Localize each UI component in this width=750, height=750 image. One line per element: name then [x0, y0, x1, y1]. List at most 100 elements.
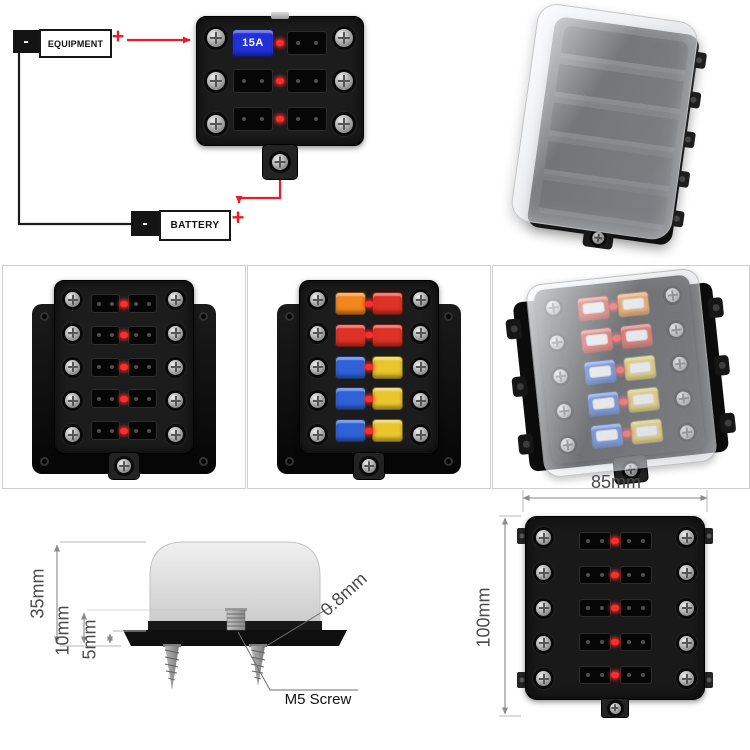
panel-fusebox-loaded	[247, 265, 491, 489]
terminal-screw-icon	[679, 635, 694, 651]
terminal-screw-icon	[413, 359, 428, 375]
terminal-screw-icon	[168, 325, 183, 341]
dimension-width: 85mm	[590, 472, 641, 492]
positive-wire-battery	[235, 163, 282, 204]
terminal-screw-icon	[679, 671, 694, 686]
cover-latch	[271, 12, 289, 19]
terminal-screw-icon	[536, 671, 551, 686]
blade-fuse	[335, 419, 366, 442]
terminal-screw-icon	[65, 427, 80, 442]
terminal-column-left	[61, 292, 84, 442]
terminal-screw-icon	[310, 292, 325, 307]
led-indicator	[613, 571, 619, 578]
fuse-slot	[335, 292, 371, 315]
fuse-slot-grid	[331, 292, 407, 442]
fuse-slot	[122, 421, 157, 440]
ground-stud-screw-icon	[272, 154, 288, 170]
mounting-ear	[517, 672, 526, 688]
fusebox-body	[525, 516, 705, 700]
fuse-slot	[233, 69, 282, 93]
fusebox-top-view-loaded	[299, 280, 439, 480]
mounting-ear	[704, 528, 713, 544]
fuse-slot	[335, 387, 371, 411]
battery-label: BATTERY	[159, 210, 231, 241]
terminal-screw-icon	[413, 427, 428, 442]
blade-fuse	[372, 323, 403, 347]
fuse-slot	[335, 355, 371, 379]
terminal-column-right	[164, 292, 187, 442]
fuse-slot	[367, 355, 403, 379]
mounting-ear	[505, 318, 523, 340]
equipment-positive-terminal: +	[111, 25, 125, 48]
terminal-screw-icon	[310, 427, 325, 442]
fuse-slot	[91, 294, 126, 313]
led-indicator	[122, 364, 128, 370]
terminal-screw-icon	[168, 427, 183, 442]
terminal-screw-icon	[65, 292, 80, 307]
mounting-ear	[704, 672, 713, 688]
negative-wire	[17, 53, 131, 226]
top-view-dimension-lines	[499, 490, 708, 717]
dimension-stud-height: 10mm	[52, 605, 73, 656]
fuse-slot	[91, 389, 126, 409]
led-indicator	[122, 395, 128, 402]
terminal-screw-icon	[168, 393, 183, 409]
ground-tab	[601, 698, 629, 718]
led-indicator	[122, 300, 128, 307]
dimension-total-height: 35mm	[27, 568, 48, 619]
led-indicator	[367, 364, 373, 370]
blade-fuse	[335, 355, 366, 379]
fuse-slot	[613, 532, 652, 550]
terminal-screw-icon	[168, 359, 183, 375]
led-indicator	[122, 332, 128, 339]
fuse-slot	[335, 323, 371, 347]
fuse-slot	[578, 666, 617, 684]
panel-fusebox-empty	[2, 265, 246, 489]
ground-stud-screw-icon	[362, 459, 376, 473]
led-indicator	[278, 116, 284, 122]
blade-fuse-15a: 15A	[232, 29, 274, 57]
fuse-slot	[578, 565, 617, 584]
blade-fuse	[335, 387, 366, 411]
top-view-drawing	[517, 516, 713, 720]
led-indicator	[613, 638, 619, 645]
ground-stud-screw-icon	[591, 231, 606, 245]
equipment-negative-terminal: -	[13, 30, 39, 53]
fuse-slot	[613, 599, 652, 617]
blade-fuse	[335, 323, 366, 347]
mounting-hole	[199, 457, 208, 466]
terminal-column-right	[675, 530, 698, 686]
fuse-slot	[91, 357, 126, 377]
battery-negative-terminal: -	[131, 211, 159, 236]
m5-screw-callout: M5 Screw	[284, 691, 352, 708]
terminal-screw-icon	[536, 530, 551, 545]
blade-fuse	[372, 292, 403, 315]
mounting-ear	[517, 528, 526, 544]
led-indicator	[367, 300, 373, 307]
terminal-column-left	[306, 292, 329, 442]
side-view-dimension-drawing	[54, 541, 358, 691]
blade-fuse	[372, 387, 403, 411]
mounting-ear	[707, 296, 725, 319]
terminal-screw-icon	[168, 292, 183, 307]
terminal-screw-icon	[335, 29, 353, 47]
fuse-slot	[122, 389, 157, 409]
fusebox-wiring-view: 15A	[196, 12, 364, 180]
led-indicator	[367, 427, 373, 434]
fuse-slot	[122, 325, 157, 345]
product-3d-render	[472, 0, 740, 271]
wiring-lines	[17, 36, 282, 226]
equipment-label: EQUIPMENT	[39, 29, 112, 58]
dimension-base-height: 5mm	[79, 619, 100, 660]
terminal-column-left	[532, 530, 555, 686]
led-indicator	[613, 672, 619, 678]
mounting-hole	[444, 312, 453, 321]
fuse-slot	[613, 666, 652, 684]
fuse-slot	[122, 294, 157, 313]
mounting-ear	[517, 433, 535, 456]
fusebox-top-view-empty	[54, 280, 194, 480]
led-indicator	[367, 395, 373, 402]
ground-tab	[108, 452, 140, 480]
terminal-screw-icon	[207, 29, 225, 47]
terminal-screw-icon	[310, 325, 325, 341]
